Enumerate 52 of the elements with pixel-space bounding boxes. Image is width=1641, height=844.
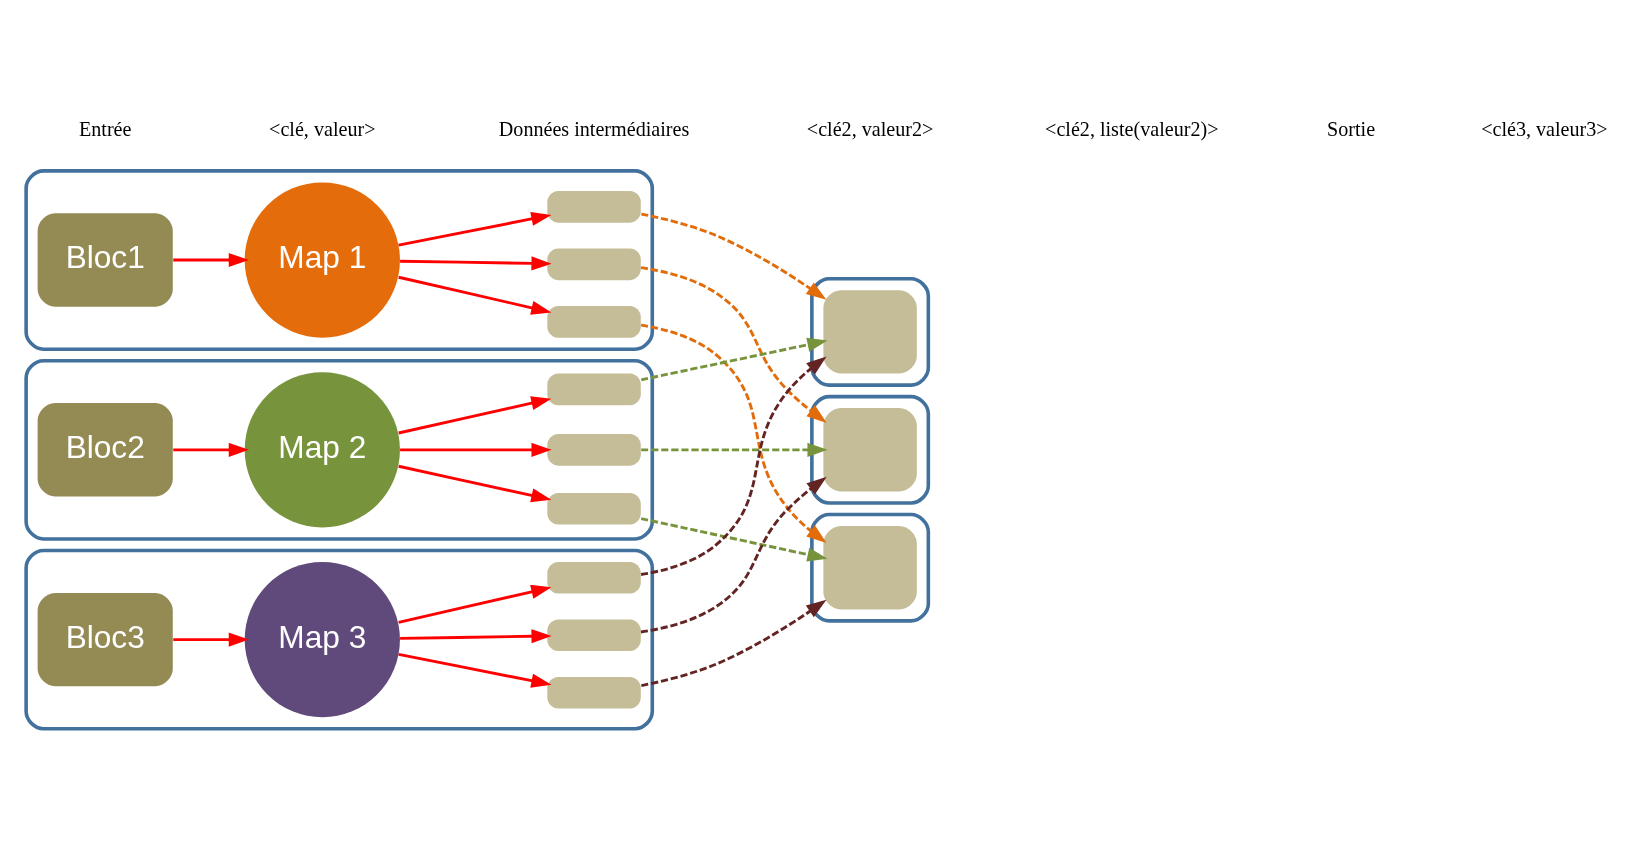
arrow: [398, 395, 552, 434]
node-box: [547, 190, 641, 223]
cluster: [24, 548, 655, 731]
label: Entrée: [78, 117, 132, 140]
node-box: [547, 305, 641, 338]
arrow: [641, 599, 827, 687]
node-box: [547, 676, 641, 709]
node-box: Bloc2: [37, 402, 173, 497]
arrow: [173, 252, 249, 267]
cluster: [810, 512, 931, 623]
arrow: [400, 255, 552, 270]
arrow: [640, 356, 827, 576]
arrow: [398, 584, 552, 624]
node-box: [823, 289, 917, 374]
cluster: [810, 394, 931, 505]
node-box: [547, 492, 641, 525]
node-box: [547, 619, 641, 651]
arrow: [400, 628, 552, 643]
arrow: [400, 442, 552, 457]
node-box: [823, 525, 917, 609]
arrow: [398, 464, 552, 502]
label: <clé2, liste(valeur2)>: [1045, 117, 1219, 140]
cluster: [810, 276, 931, 387]
node-box: [547, 433, 641, 466]
arrow: [398, 652, 552, 688]
arrow: [640, 476, 827, 633]
arrow: [640, 265, 827, 423]
label: Sortie: [1327, 117, 1376, 140]
arrow: [398, 275, 552, 315]
arrow: [640, 323, 827, 543]
node-box: Bloc1: [37, 212, 173, 307]
node-box: Bloc3: [37, 592, 173, 686]
arrow: [398, 211, 552, 247]
node-circle: Map 2: [244, 371, 400, 527]
arrow: [640, 337, 828, 381]
node-box: [547, 248, 641, 280]
arrow: [173, 632, 249, 647]
node-circle: Map 1: [244, 181, 400, 338]
node-box: [547, 561, 641, 594]
node-box: [823, 407, 917, 491]
cluster: [24, 358, 655, 541]
arrow: [641, 212, 827, 300]
label: <clé2, valeur2>: [806, 117, 934, 140]
label: Données intermédiaires: [498, 117, 690, 140]
arrow: [640, 516, 828, 561]
cluster: [24, 168, 655, 351]
arrow: [641, 442, 828, 457]
arrow: [173, 442, 249, 457]
label: <clé3, valeur3>: [1481, 117, 1608, 140]
node-box: [547, 373, 641, 405]
node-circle: Map 3: [244, 561, 400, 717]
label: <clé, valeur>: [269, 117, 376, 140]
